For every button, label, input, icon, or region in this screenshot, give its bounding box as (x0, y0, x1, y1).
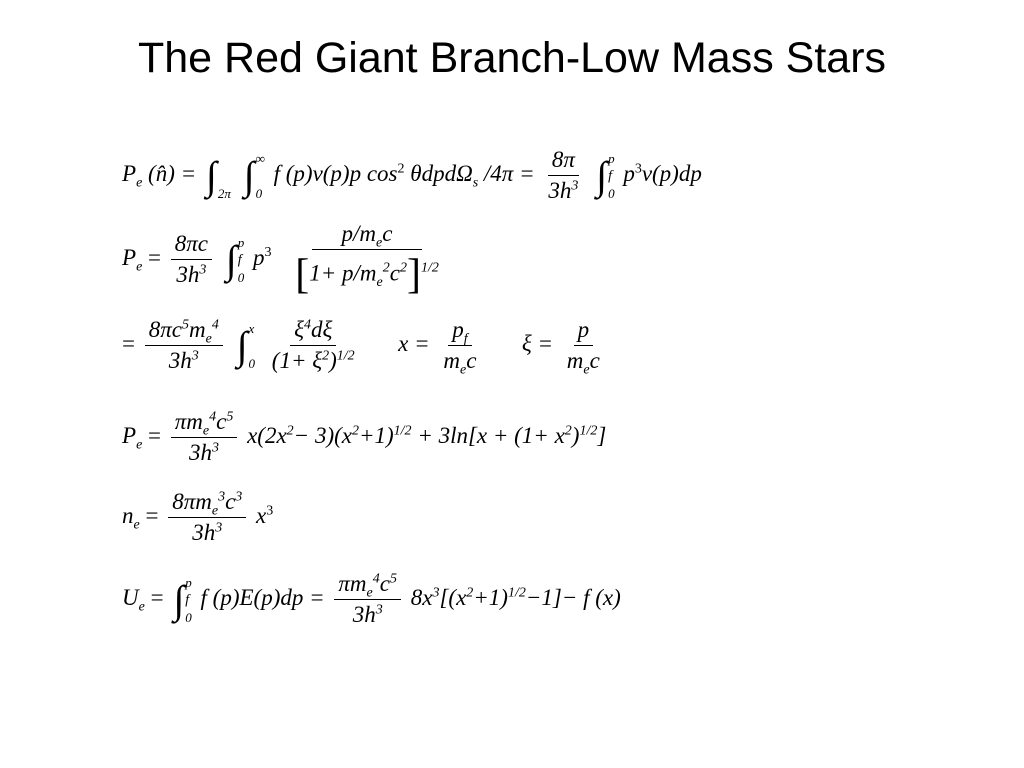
eq1-integrand-2: θdpdΩ (410, 160, 473, 186)
eq3-xi-definition: ξ = (521, 330, 554, 356)
eq1-lhs: P (122, 160, 137, 186)
eq2-equals: = (148, 244, 162, 270)
eq1-lhs-arg: (n̂) = (148, 160, 197, 186)
eq1-cos-power: 2 (397, 161, 405, 177)
eq1-tail: /4π = (483, 160, 535, 186)
eq1-rhs-power: 3 (634, 161, 642, 177)
eq4-equals: = (148, 422, 162, 448)
eq1-rhs-rest: v(p)dp (641, 160, 702, 186)
eq2-p: p (252, 244, 265, 270)
eq4-lhs-sub: e (136, 437, 143, 453)
eq2-lhs: P (122, 244, 137, 270)
eq2-velocity-fraction: p/mec [1+ p/me2c2]1/2 (295, 221, 439, 299)
eq5-equals: = (145, 502, 159, 528)
eq3-x-definition: x = (398, 330, 430, 356)
eq1-lhs-sub: e (136, 175, 143, 191)
eq1-rhs-p: p (623, 160, 635, 186)
eq3-equals: = (122, 330, 135, 356)
eq4-expression: x(2x2− 3)(x2+1)1/2 + 3ln[x + (1+ x2)1/2] (247, 422, 607, 448)
eq1-integral-2: ∫∞0 (243, 150, 265, 201)
eq1-integrand: f (p)v(p)p cos (273, 160, 398, 186)
eq5-lhs: n (122, 502, 134, 528)
equation-pressure-integral: Pe (n̂) = ∫ 2π ∫∞0 f (p)v(p)p cos2 θdpdΩ… (122, 147, 702, 204)
eq1-integral-1: ∫ 2π (205, 152, 231, 201)
eq5-x: x (256, 502, 267, 528)
slide-title: The Red Giant Branch-Low Mass Stars (137, 34, 887, 82)
eq2-p-power: 3 (264, 245, 272, 261)
eq6-expression: 8x3[(x2+1)1/2−1]− f (x) (410, 584, 621, 610)
eq6-integrand: f (p)E(p)dp = (200, 584, 325, 610)
eq5-x-power: 3 (266, 503, 274, 519)
eq6-lhs-sub: e (138, 599, 145, 615)
eq5-lhs-sub: e (133, 517, 140, 533)
eq4-lhs: P (122, 422, 137, 448)
eq1-omega-sub: s (472, 175, 479, 191)
eq3-xi-fraction: ξ4dξ(1+ ξ2)1/2 (271, 317, 355, 374)
eq2-lhs-sub: e (136, 259, 143, 275)
eq6-lhs: U (122, 584, 139, 610)
eq6-equals: = (150, 584, 164, 610)
